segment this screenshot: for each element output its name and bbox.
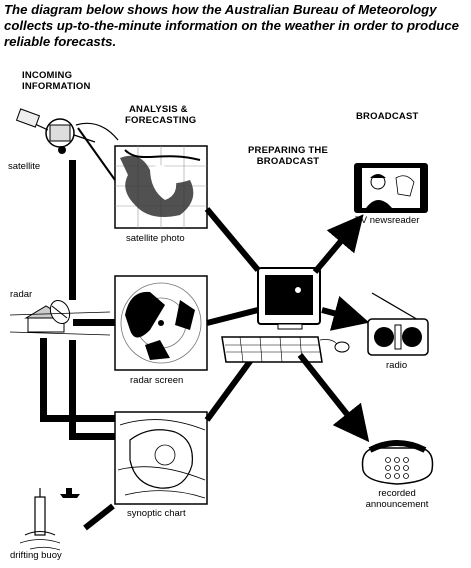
radio-icon: [367, 292, 429, 356]
computer-icon: [221, 267, 350, 363]
connector-radar-down: [69, 340, 76, 440]
arrow-to-radio: [321, 295, 370, 331]
connector-satellite-down: [69, 160, 76, 300]
stage-broadcast-line-1: BROADCAST: [356, 111, 419, 122]
label-satellite-photo: satellite photo: [126, 233, 185, 244]
connector-radar-to-screen: [73, 319, 117, 326]
label-drifting-buoy: drifting buoy: [10, 550, 62, 561]
stage-analysis-heading: ANALYSIS & FORECASTING: [125, 104, 196, 126]
satellite-photo-panel: [114, 145, 208, 229]
label-satellite: satellite: [8, 161, 41, 172]
stage-preparing-line-1: PREPARING THE: [248, 145, 329, 156]
radar-icon: [9, 299, 111, 336]
label-tv-newsreader: TV newsreader: [355, 215, 420, 226]
radar-screen-panel: [114, 275, 208, 371]
label-recorded-line-2: announcement: [365, 499, 429, 510]
connector-radar-to-computer: [206, 307, 259, 326]
connector-to-synoptic-1: [69, 433, 115, 440]
label-radar-screen: radar screen: [130, 375, 184, 386]
stage-preparing-heading: PREPARING THE BROADCAST: [248, 145, 328, 167]
tv-icon: [354, 163, 428, 213]
arrow-to-tv: [312, 214, 364, 274]
stage-incoming-heading: INCOMING INFORMATION: [22, 70, 91, 92]
connector-photo-to-computer: [204, 207, 261, 272]
stage-incoming-line-1: INCOMING: [22, 70, 73, 81]
synoptic-chart-panel: [114, 411, 208, 505]
label-recorded-announcement: recorded announcement: [362, 488, 432, 510]
stage-broadcast-heading: BROADCAST: [356, 111, 419, 122]
label-radar: radar: [10, 289, 33, 300]
stage-preparing-line-2: BROADCAST: [256, 156, 320, 167]
telephone-icon: [361, 440, 434, 485]
stage-analysis-line-2: FORECASTING: [125, 115, 197, 126]
drifting-buoy-icon: [19, 488, 115, 551]
satellite-icon: [15, 108, 119, 154]
stage-analysis-line-1: ANALYSIS &: [129, 104, 188, 115]
connector-to-synoptic-2: [40, 415, 115, 422]
stage-incoming-line-2: INFORMATION: [22, 81, 91, 92]
connector-radar-left-down: [40, 338, 47, 422]
label-synoptic-chart: synoptic chart: [127, 508, 186, 519]
arrow-to-phone: [297, 353, 370, 443]
intro-text: The diagram below shows how the Australi…: [4, 2, 459, 49]
label-radio: radio: [386, 360, 408, 371]
label-recorded-line-1: recorded: [378, 488, 416, 499]
